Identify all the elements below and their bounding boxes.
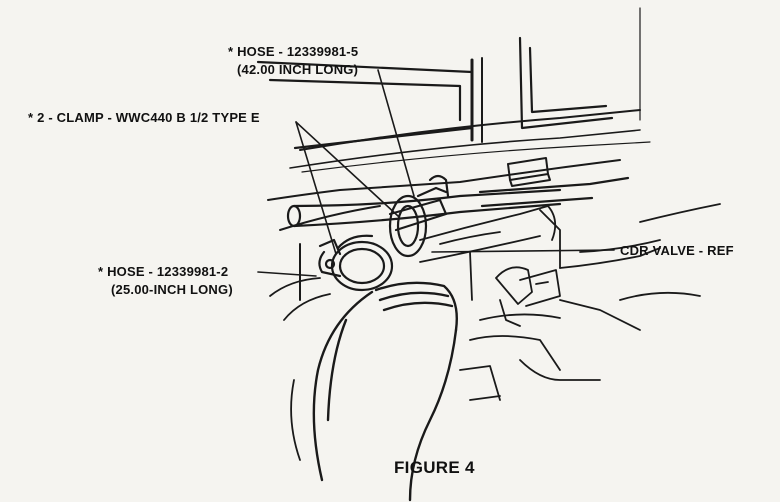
crossover-tube (286, 176, 630, 228)
valve-assembly (318, 174, 450, 292)
hose-short-callout-line2: (25.00-INCH LONG) (111, 282, 233, 297)
cowl-box (507, 157, 551, 187)
hose-long-callout-line1: * HOSE - 12339981-5 (228, 44, 359, 59)
cdr-valve-callout: CDR VALVE - REF (620, 243, 734, 258)
lower-structure (269, 277, 641, 461)
cowl-panel (267, 159, 621, 301)
hose-short-callout-line1: * HOSE - 12339981-2 (98, 264, 229, 279)
sensor-bracket (495, 266, 561, 327)
clamp-callout: * 2 - CLAMP - WWC440 B 1/2 TYPE E (28, 110, 260, 125)
intake-hose (312, 281, 458, 502)
leader-lines (257, 69, 615, 277)
engine-block (419, 203, 721, 301)
figure-caption: FIGURE 4 (394, 458, 475, 477)
window-frame (256, 7, 651, 173)
hose-long-callout-line2: (42.00 INCH LONG) (237, 62, 359, 77)
